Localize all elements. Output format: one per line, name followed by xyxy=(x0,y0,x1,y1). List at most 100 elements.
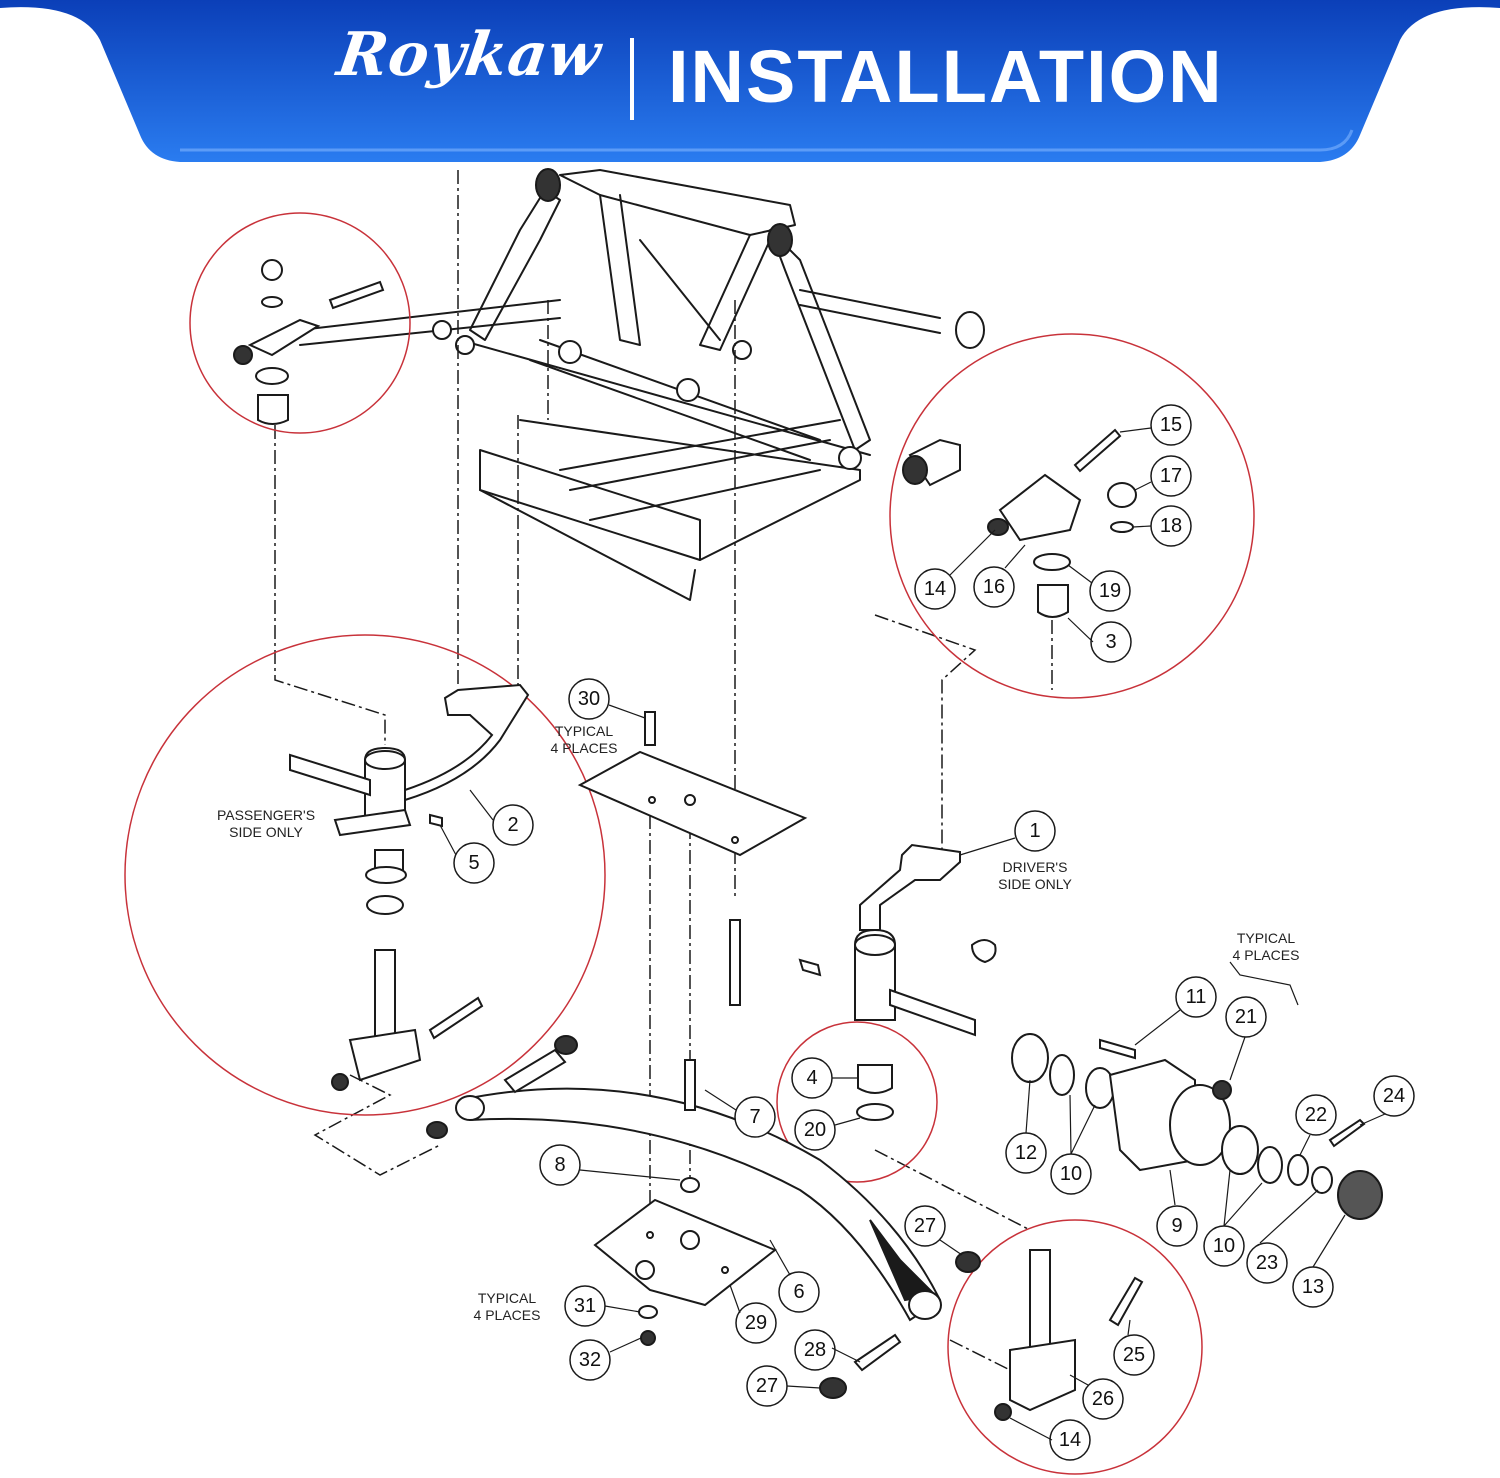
svg-text:27: 27 xyxy=(914,1215,936,1237)
svg-text:8: 8 xyxy=(554,1154,565,1176)
svg-text:26: 26 xyxy=(1092,1388,1114,1410)
svg-text:14: 14 xyxy=(924,578,946,600)
note-driver-line2: SIDE ONLY xyxy=(998,876,1072,892)
callout-5: 5 xyxy=(453,842,495,884)
svg-text:12: 12 xyxy=(1015,1142,1037,1164)
svg-text:29: 29 xyxy=(745,1312,767,1334)
svg-text:16: 16 xyxy=(983,576,1005,598)
svg-text:18: 18 xyxy=(1160,515,1182,537)
callout-10b: 10 xyxy=(1203,1225,1245,1267)
callout-26: 26 xyxy=(1082,1378,1124,1420)
note-typical-lower-line2: 4 PLACES xyxy=(474,1307,541,1323)
callout-10a: 10 xyxy=(1050,1153,1092,1195)
svg-text:7: 7 xyxy=(749,1106,760,1128)
svg-text:1: 1 xyxy=(1029,820,1040,842)
callout-22: 22 xyxy=(1295,1094,1337,1136)
note-typical-lower-line1: TYPICAL xyxy=(478,1290,537,1306)
svg-text:2: 2 xyxy=(507,814,518,836)
callout-16: 16 xyxy=(973,566,1015,608)
svg-text:27: 27 xyxy=(756,1375,778,1397)
note-typical-hub-line1: TYPICAL xyxy=(1237,930,1296,946)
hub-assembly xyxy=(1011,1033,1383,1220)
callout-14b: 14 xyxy=(1049,1419,1091,1461)
svg-text:3: 3 xyxy=(1105,631,1116,653)
upper-right-detail-parts xyxy=(902,428,1137,618)
callout-25: 25 xyxy=(1113,1334,1155,1376)
center-plate xyxy=(577,711,808,1006)
lower-plate xyxy=(593,1198,777,1346)
note-passenger-line1: PASSENGER'S xyxy=(217,807,315,823)
spindle-arm-passenger xyxy=(289,683,530,1091)
svg-text:5: 5 xyxy=(468,852,479,874)
callout-2: 2 xyxy=(492,804,534,846)
page-title: INSTALLATION xyxy=(668,35,1224,118)
callout-23: 23 xyxy=(1246,1242,1288,1284)
callout-32: 32 xyxy=(569,1339,611,1381)
svg-text:23: 23 xyxy=(1256,1252,1278,1274)
callout-8: 8 xyxy=(539,1144,581,1186)
callout-17: 17 xyxy=(1150,455,1192,497)
note-passenger-line2: SIDE ONLY xyxy=(229,824,303,840)
callout-29: 29 xyxy=(735,1302,777,1344)
detail-circle-spindle-passenger xyxy=(124,634,606,1116)
svg-text:19: 19 xyxy=(1099,580,1121,602)
typical-hub-bracket xyxy=(1229,961,1299,1006)
callout-15: 15 xyxy=(1150,404,1192,446)
svg-text:25: 25 xyxy=(1123,1344,1145,1366)
detail-circle-upper-left xyxy=(189,212,411,434)
callout-19: 19 xyxy=(1089,570,1131,612)
upper-left-detail-parts xyxy=(233,259,385,425)
callout-1: 1 xyxy=(1014,810,1056,852)
frame-assembly xyxy=(299,169,941,601)
callout-9: 9 xyxy=(1156,1205,1198,1247)
svg-text:15: 15 xyxy=(1160,414,1182,436)
callout-bubbles: 1 2 3 4 5 6 7 8 9 10 10 11 12 13 14 14 1… xyxy=(453,404,1415,1461)
callout-21: 21 xyxy=(1225,996,1267,1038)
svg-text:31: 31 xyxy=(574,1295,596,1317)
callout-18: 18 xyxy=(1150,505,1192,547)
callout-7: 7 xyxy=(734,1096,776,1138)
svg-text:24: 24 xyxy=(1383,1085,1405,1107)
note-typical-hub-line2: 4 PLACES xyxy=(1233,947,1300,963)
svg-text:14: 14 xyxy=(1059,1429,1081,1451)
leaf-spring xyxy=(426,1035,981,1399)
detail-circle-bushing-driver xyxy=(776,1021,938,1183)
banner-background xyxy=(0,0,1500,162)
callout-30: 30 xyxy=(568,678,610,720)
callout-20: 20 xyxy=(794,1109,836,1151)
svg-text:10: 10 xyxy=(1213,1235,1235,1257)
svg-text:30: 30 xyxy=(578,688,600,710)
callout-6: 6 xyxy=(778,1271,820,1313)
spindle-arm-driver xyxy=(798,843,997,1121)
frame-hardware xyxy=(432,168,985,470)
detail-circle-spindle-lower xyxy=(947,1219,1203,1475)
svg-text:9: 9 xyxy=(1171,1215,1182,1237)
svg-text:4: 4 xyxy=(806,1067,817,1089)
callout-11: 11 xyxy=(1175,976,1217,1018)
svg-text:22: 22 xyxy=(1305,1104,1327,1126)
note-driver-line1: DRIVER'S xyxy=(1003,859,1068,875)
callout-27a: 27 xyxy=(904,1205,946,1247)
svg-text:11: 11 xyxy=(1186,986,1207,1008)
svg-text:17: 17 xyxy=(1160,465,1182,487)
note-typical-center-line1: TYPICAL xyxy=(555,723,614,739)
svg-text:13: 13 xyxy=(1302,1276,1324,1298)
svg-text:32: 32 xyxy=(579,1349,601,1371)
diagram-notes: PASSENGER'S SIDE ONLY DRIVER'S SIDE ONLY… xyxy=(217,723,1300,1323)
note-typical-center-line2: 4 PLACES xyxy=(551,740,618,756)
callout-31: 31 xyxy=(564,1285,606,1327)
callout-13: 13 xyxy=(1292,1266,1334,1308)
svg-text:21: 21 xyxy=(1235,1006,1257,1028)
callout-12: 12 xyxy=(1005,1132,1047,1174)
callout-3: 3 xyxy=(1090,621,1132,663)
svg-text:20: 20 xyxy=(804,1119,826,1141)
svg-text:10: 10 xyxy=(1060,1163,1082,1185)
detail-circle-upper-right xyxy=(889,333,1255,699)
callout-leaders xyxy=(439,427,1386,1441)
detail-circles xyxy=(124,212,1255,1475)
svg-text:28: 28 xyxy=(804,1339,826,1361)
header-banner: Roykaw INSTALLATION xyxy=(0,0,1500,175)
callout-24: 24 xyxy=(1373,1075,1415,1117)
spindle-lower xyxy=(994,1249,1144,1421)
